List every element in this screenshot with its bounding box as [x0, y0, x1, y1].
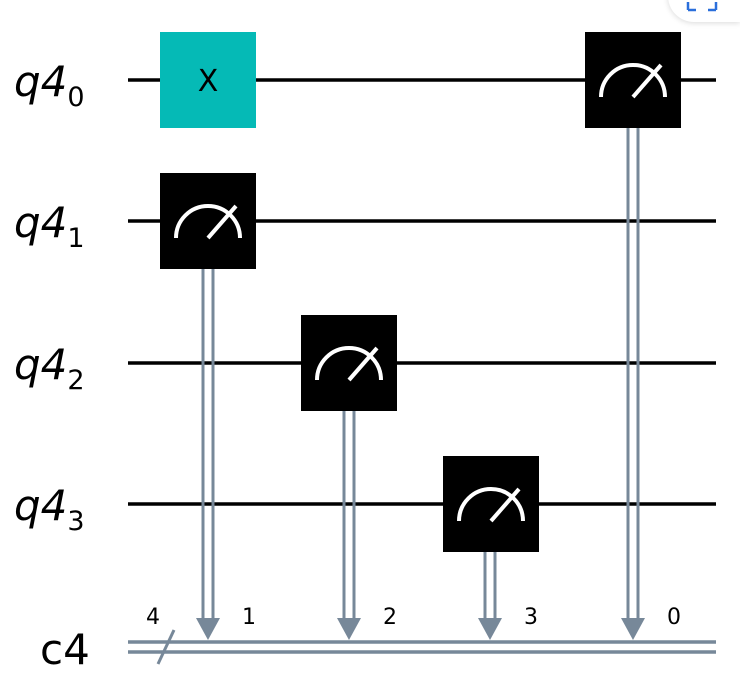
meter-icon — [599, 63, 667, 98]
measure-gate-q1 — [160, 173, 256, 269]
register-size-label: 4 — [146, 605, 160, 630]
measure-gate-q0 — [585, 32, 681, 128]
clbit-label-0: 0 — [667, 605, 681, 630]
qubit-label-q4-2: q42 — [14, 340, 85, 396]
qubit-register-name: q4 — [14, 481, 67, 530]
expand-image-button[interactable] — [668, 0, 740, 22]
qubit-register-name: q4 — [14, 57, 67, 106]
classical-wire — [128, 629, 716, 665]
qubit-register-name: q4 — [14, 340, 67, 389]
measure-gate-q3 — [443, 456, 539, 552]
clbit-label-3: 3 — [524, 605, 538, 630]
qubit-label-q4-3: q43 — [14, 481, 85, 537]
measure-connector-q1 — [196, 268, 220, 640]
measure-connector-q0 — [621, 127, 645, 640]
expand-icon — [686, 2, 718, 12]
clbit-label-1: 1 — [242, 605, 256, 630]
meter-needle — [347, 346, 379, 382]
meter-needle — [631, 63, 663, 99]
clbit-label-2: 2 — [383, 605, 397, 630]
meter-icon — [174, 204, 242, 239]
meter-icon — [315, 346, 383, 381]
qubit-index: 3 — [67, 506, 84, 537]
x-gate-label: X — [198, 64, 219, 99]
classical-register-label: c4 — [40, 625, 90, 674]
measure-connector-q3 — [478, 551, 502, 640]
qubit-index: 2 — [67, 365, 84, 396]
qubit-label-q4-1: q41 — [14, 198, 85, 254]
qubit-label-q4-0: q40 — [14, 57, 85, 113]
x-gate: X — [160, 32, 256, 128]
meter-needle — [489, 487, 521, 523]
measure-connectors — [196, 127, 645, 640]
measure-connector-q2 — [337, 410, 361, 640]
bus-slash — [156, 629, 176, 665]
qubit-register-name: q4 — [14, 198, 67, 247]
qubit-index: 0 — [67, 82, 84, 113]
meter-needle — [206, 204, 238, 240]
meter-icon — [457, 487, 525, 522]
qubit-index: 1 — [67, 223, 84, 254]
measure-gate-q2 — [301, 315, 397, 411]
